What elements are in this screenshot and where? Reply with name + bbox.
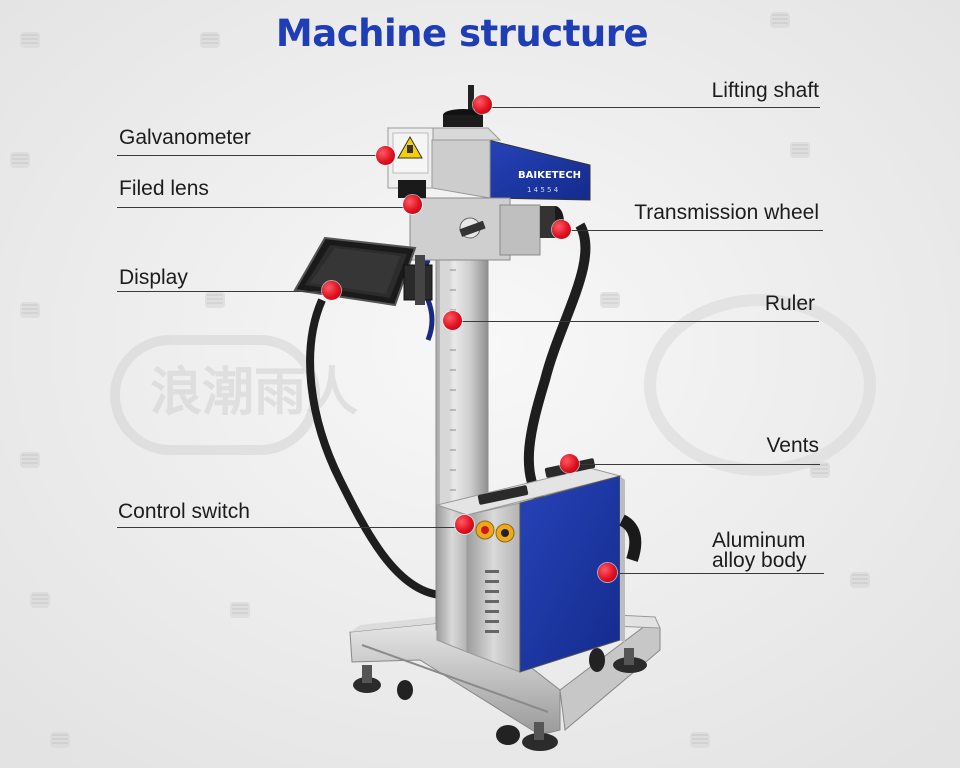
display-callout-line: [117, 291, 332, 292]
filed-lens-marker: [403, 195, 422, 214]
display-marker: [322, 281, 341, 300]
watermark-text: 浪潮雨人: [150, 363, 358, 423]
vents-callout-line: [570, 464, 820, 465]
laser-head: BAIKETECH 1 4 5 5 4: [386, 85, 591, 261]
control-switch-label: Control switch: [118, 500, 250, 523]
lifting-shaft-callout-line: [483, 107, 820, 108]
aluminum-body-label-line1: Aluminum: [712, 529, 806, 552]
casters: [353, 648, 647, 751]
ruler-marker: [443, 311, 462, 330]
aluminum-body-label-line2: alloy body: [712, 549, 807, 572]
brand-sub-text: 1 4 5 5 4: [527, 186, 559, 194]
display-label: Display: [119, 266, 188, 289]
transmission-wheel-marker: [552, 220, 571, 239]
vents-marker: [560, 454, 579, 473]
aluminum-body-callout-line: [608, 573, 824, 574]
galvanometer-callout-line: [117, 155, 385, 156]
galvanometer-label: Galvanometer: [119, 126, 251, 149]
page-title: Machine structure: [275, 12, 649, 55]
brand-logo-text: BAIKETECH: [518, 170, 581, 181]
aluminum-body: [435, 458, 642, 673]
control-switch-marker: [455, 515, 474, 534]
aluminum-body-marker: [598, 563, 617, 582]
control-switch-callout-line: [117, 527, 465, 528]
display-unit: [293, 236, 433, 307]
galvanometer-marker: [376, 146, 395, 165]
filed-lens-callout-line: [117, 207, 413, 208]
ruler-callout-line: [453, 321, 819, 322]
lifting-shaft-label: Lifting shaft: [711, 79, 819, 102]
base-frame: [349, 611, 661, 736]
transmission-wheel-callout-line: [562, 230, 823, 231]
transmission-wheel-label: Transmission wheel: [634, 201, 819, 224]
filed-lens-label: Filed lens: [119, 177, 209, 200]
lifting-shaft-marker: [473, 95, 492, 114]
ruler-label: Ruler: [764, 292, 815, 315]
vents-label: Vents: [766, 434, 819, 457]
